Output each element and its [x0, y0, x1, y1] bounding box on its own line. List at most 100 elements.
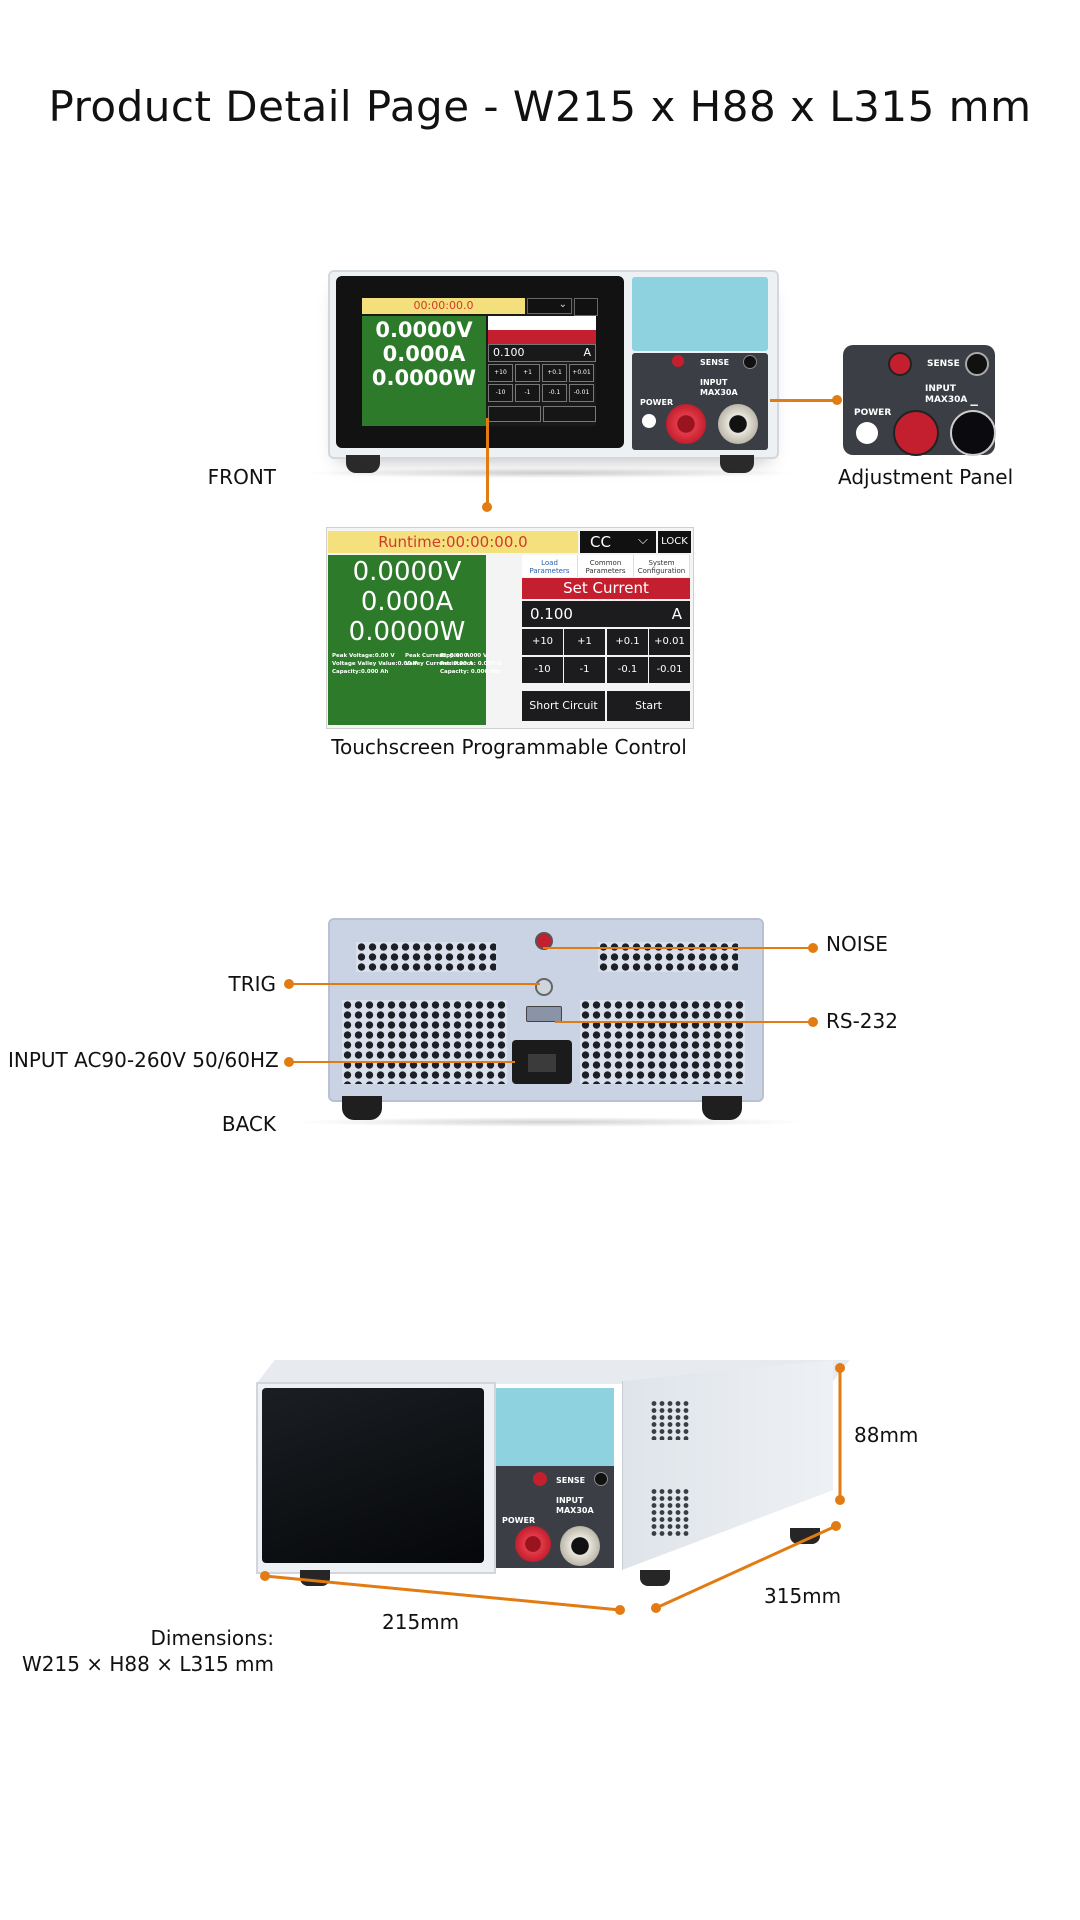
- ts-step-button[interactable]: -1: [564, 657, 605, 683]
- front-label: FRONT: [207, 465, 276, 489]
- ts-value-field[interactable]: 0.100 A: [522, 601, 690, 627]
- ts-value-unit: A: [671, 605, 682, 623]
- noise-label: NOISE: [826, 932, 888, 956]
- front-foot-left: [346, 455, 380, 473]
- front-foot-right: [720, 455, 754, 473]
- mini-set-bar: [488, 330, 596, 344]
- noise-leader-line: [543, 947, 813, 949]
- rs232-port: [526, 1006, 562, 1022]
- max-label: MAX30A: [700, 388, 738, 397]
- zoom-input-minus: [950, 410, 996, 456]
- ts-stats-col1: Peak Voltage:0.00 V Voltage Valley Value…: [332, 652, 417, 676]
- mini-value-text: 0.100: [493, 346, 525, 359]
- ts-stat: Peak Voltage:0.00 V: [332, 653, 395, 659]
- back-foot-right: [702, 1096, 742, 1120]
- mini-btn: -0.1: [542, 384, 567, 402]
- dimensions-caption-line2: W215 × H88 × L315 mm: [21, 1652, 274, 1676]
- trig-leader-line: [290, 983, 540, 985]
- zoom-sense-minus: [965, 352, 989, 376]
- mini-tabs: [488, 316, 596, 330]
- chevron-down-icon: ⌵: [638, 533, 648, 548]
- mini-btn: +1: [515, 364, 540, 382]
- input-leader-line: [290, 1061, 515, 1063]
- ac-inlet-socket: [528, 1054, 556, 1072]
- ts-step-button[interactable]: +0.01: [649, 629, 690, 655]
- ts-stat: Valley Current: 0.00 A: [405, 661, 474, 667]
- mini-btn: +0.1: [542, 364, 567, 382]
- ts-mode-dropdown: CC: [580, 531, 656, 553]
- tab-load-parameters[interactable]: Load Parameters: [522, 555, 578, 577]
- ts-stat: Capacity:0.000 Ah: [332, 669, 389, 675]
- mini-bottom-btn: [543, 406, 596, 422]
- power-label: POWER: [640, 398, 674, 407]
- input-plus-terminal: [666, 404, 706, 444]
- zoom-max-label: MAX30A: [925, 395, 968, 405]
- adjustment-leader-dot: [832, 395, 842, 405]
- device3d-sense-label: SENSE: [556, 1476, 586, 1485]
- ts-step-button[interactable]: -0.01: [649, 657, 690, 683]
- zoom-sense-label: SENSE: [927, 359, 960, 369]
- rs232-leader-line: [555, 1021, 813, 1023]
- device3d-max-label: MAX30A: [556, 1506, 594, 1515]
- back-shadow: [290, 1117, 810, 1127]
- ts-runtime: Runtime:00:00:00.0: [328, 531, 578, 553]
- short-circuit-button[interactable]: Short Circuit: [522, 691, 605, 721]
- touchscreen-caption: Touchscreen Programmable Control: [331, 735, 687, 759]
- rs232-label: RS-232: [826, 1009, 898, 1033]
- mini-btn: -1: [515, 384, 540, 402]
- mini-readout-panel: [362, 316, 486, 426]
- ts-stat: Resistance: 0.000 Ω: [440, 661, 502, 667]
- ts-set-current: Set Current: [522, 578, 690, 599]
- trig-leader-dot: [284, 979, 294, 989]
- power-button: [642, 414, 656, 428]
- mini-voltage: 0.0000V: [375, 318, 473, 342]
- mini-btn: -10: [488, 384, 513, 402]
- mini-btn: +10: [488, 364, 513, 382]
- ts-lock: LOCK: [658, 531, 691, 553]
- zoom-input-plus: [893, 410, 939, 456]
- device3d-sense-plus: [533, 1472, 547, 1486]
- adjustment-leader-line: [770, 399, 837, 402]
- dimensions-caption-line1: Dimensions:: [150, 1626, 274, 1650]
- page-title: Product Detail Page - W215 x H88 x L315 …: [48, 82, 1032, 131]
- ts-stat: Ripple: 0.000 V: [440, 653, 488, 659]
- zoom-minus-sign: −: [969, 398, 980, 412]
- mini-mode-dropdown: ⌄: [527, 298, 572, 314]
- ts-step-button[interactable]: +0.1: [607, 629, 648, 655]
- ts-power: 0.0000W: [348, 617, 466, 647]
- ts-step-button[interactable]: +1: [564, 629, 605, 655]
- start-button[interactable]: Start: [607, 691, 690, 721]
- trig-bnc-connector: [535, 978, 553, 996]
- input-leader-dot: [284, 1057, 294, 1067]
- back-label: BACK: [221, 1112, 276, 1136]
- zoom-sense-plus: [888, 352, 912, 376]
- zoom-power-button: [856, 422, 878, 444]
- ts-readout-panel: [328, 555, 486, 725]
- device3d-input-label: INPUT: [556, 1496, 584, 1505]
- ts-stat: Voltage Valley Value:0.00 V: [332, 661, 418, 667]
- device3d-side-vent-top: [650, 1400, 690, 1440]
- ts-step-button[interactable]: -10: [522, 657, 563, 683]
- ts-step-button[interactable]: -0.1: [607, 657, 648, 683]
- ts-value: 0.100: [530, 605, 573, 623]
- mini-lock: [574, 298, 598, 316]
- back-vent-top-left: [356, 942, 496, 972]
- device3d-screen: [262, 1388, 484, 1563]
- width-dimension: 215mm: [382, 1610, 460, 1634]
- rs232-leader-dot: [808, 1017, 818, 1027]
- zoom-power-label: POWER: [854, 408, 892, 418]
- device3d-input-minus: [560, 1526, 600, 1566]
- screen-leader-dot: [482, 502, 492, 512]
- ts-step-button[interactable]: +10: [522, 629, 563, 655]
- tab-common-parameters[interactable]: Common Parameters: [578, 555, 634, 577]
- mini-value-unit: A: [583, 346, 591, 359]
- device3d-sense-minus: [594, 1472, 608, 1486]
- ts-stats-col3: Ripple: 0.000 V Resistance: 0.000 Ω Capa…: [440, 652, 502, 676]
- device3d-foot: [790, 1528, 820, 1544]
- mini-power: 0.0000W: [371, 366, 477, 390]
- mini-bottom-btn: [488, 406, 541, 422]
- mini-runtime: 00:00:00.0: [362, 298, 525, 314]
- back-vent-bottom-right: [580, 1000, 745, 1084]
- device3d-input-plus: [515, 1526, 551, 1562]
- tab-system-configuration[interactable]: System Configuration: [634, 555, 690, 577]
